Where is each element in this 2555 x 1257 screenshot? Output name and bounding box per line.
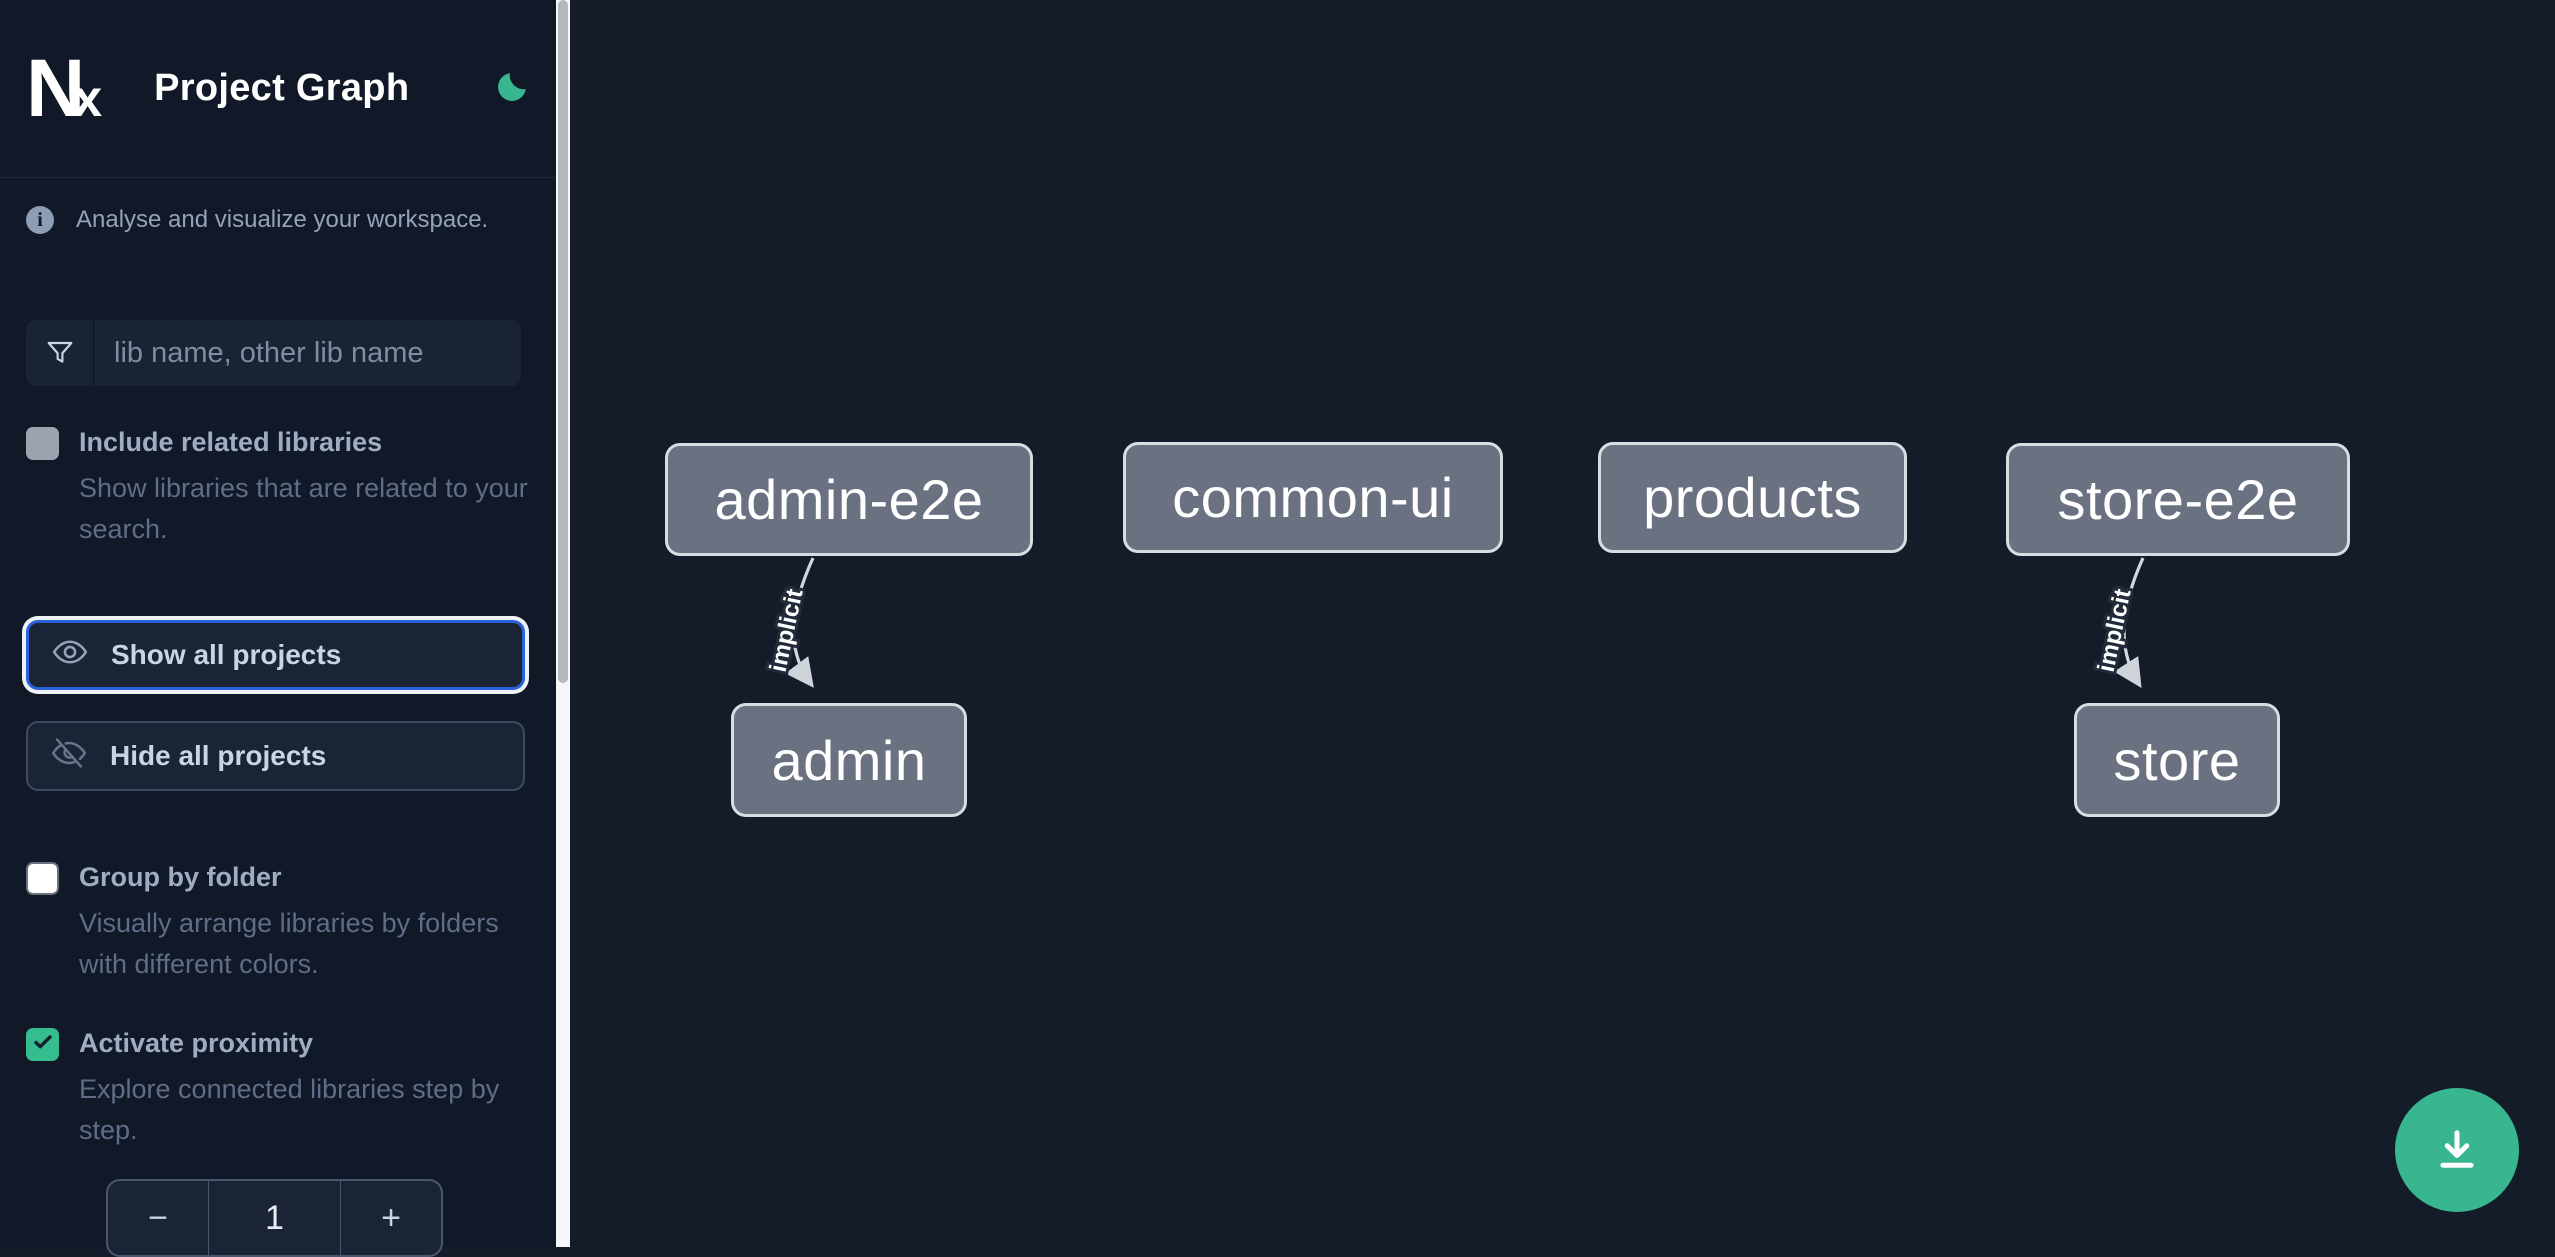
graph-node-products[interactable]: products: [1598, 442, 1907, 553]
activate-proximity-section: Activate proximity Explore connected lib…: [26, 1027, 530, 1151]
theme-toggle-button[interactable]: [494, 69, 530, 108]
graph-canvas[interactable]: implicit implicit admin-e2e common-ui pr…: [570, 0, 2555, 1247]
include-related-title: Include related libraries: [79, 427, 383, 457]
info-icon: i: [26, 206, 54, 234]
graph-node-common-ui[interactable]: common-ui: [1123, 442, 1503, 553]
group-by-folder-section: Group by folder Visually arrange librari…: [26, 861, 530, 985]
graph-node-store[interactable]: store: [2074, 703, 2280, 817]
graph-node-admin-e2e[interactable]: admin-e2e: [665, 443, 1033, 556]
proximity-stepper: − 1 +: [106, 1179, 443, 1257]
group-by-folder-texts: Group by folder Visually arrange librari…: [79, 861, 530, 985]
proximity-increment-button[interactable]: +: [341, 1181, 441, 1255]
eye-off-icon: [50, 734, 88, 779]
nx-logo-letter-x: x: [73, 69, 102, 128]
edge-label-implicit: implicit: [765, 587, 809, 675]
activate-proximity-checkbox[interactable]: [26, 1028, 59, 1061]
activate-proximity-texts: Activate proximity Explore connected lib…: [79, 1027, 530, 1151]
include-related-checkbox[interactable]: [26, 427, 59, 460]
show-all-projects-label: Show all projects: [111, 639, 342, 670]
graph-node-admin[interactable]: admin: [731, 703, 967, 817]
download-image-button[interactable]: [2395, 1088, 2519, 1212]
activate-proximity-description: Explore connected libraries step by step…: [79, 1074, 500, 1145]
eye-icon: [51, 633, 89, 678]
download-icon: [2431, 1123, 2483, 1178]
page-title: Project Graph: [154, 67, 410, 109]
moon-icon: [494, 69, 530, 108]
graph-node-store-e2e[interactable]: store-e2e: [2006, 443, 2350, 556]
activate-proximity-title: Activate proximity: [79, 1028, 314, 1058]
search-input[interactable]: [94, 320, 521, 386]
filter-icon: [26, 320, 94, 386]
search-box: [26, 320, 521, 386]
include-related-section: Include related libraries Show libraries…: [26, 426, 530, 550]
include-related-texts: Include related libraries Show libraries…: [79, 426, 530, 550]
proximity-value: 1: [208, 1181, 341, 1255]
info-text: Analyse and visualize your workspace.: [76, 206, 489, 233]
edge-admin-e2e-to-admin[interactable]: [785, 557, 815, 688]
info-banner: i Analyse and visualize your workspace.: [26, 206, 530, 234]
group-by-folder-checkbox[interactable]: [26, 862, 59, 895]
include-related-description: Show libraries that are related to your …: [79, 473, 528, 544]
nx-logo-letter-n: N: [26, 42, 85, 134]
show-all-projects-button[interactable]: Show all projects: [26, 620, 525, 690]
hide-all-projects-label: Hide all projects: [110, 740, 327, 771]
graph-edges: implicit implicit: [762, 557, 2145, 689]
sidebar-scrollbar-thumb[interactable]: [558, 0, 568, 683]
checkmark-icon: [31, 1030, 55, 1059]
proximity-decrement-button[interactable]: −: [108, 1181, 208, 1255]
sidebar-scrollbar[interactable]: [556, 0, 570, 1247]
group-by-folder-title: Group by folder: [79, 862, 282, 892]
edge-store-e2e-to-store[interactable]: [2113, 557, 2145, 689]
hide-all-projects-button[interactable]: Hide all projects: [26, 721, 525, 791]
group-by-folder-description: Visually arrange libraries by folders wi…: [79, 908, 499, 979]
